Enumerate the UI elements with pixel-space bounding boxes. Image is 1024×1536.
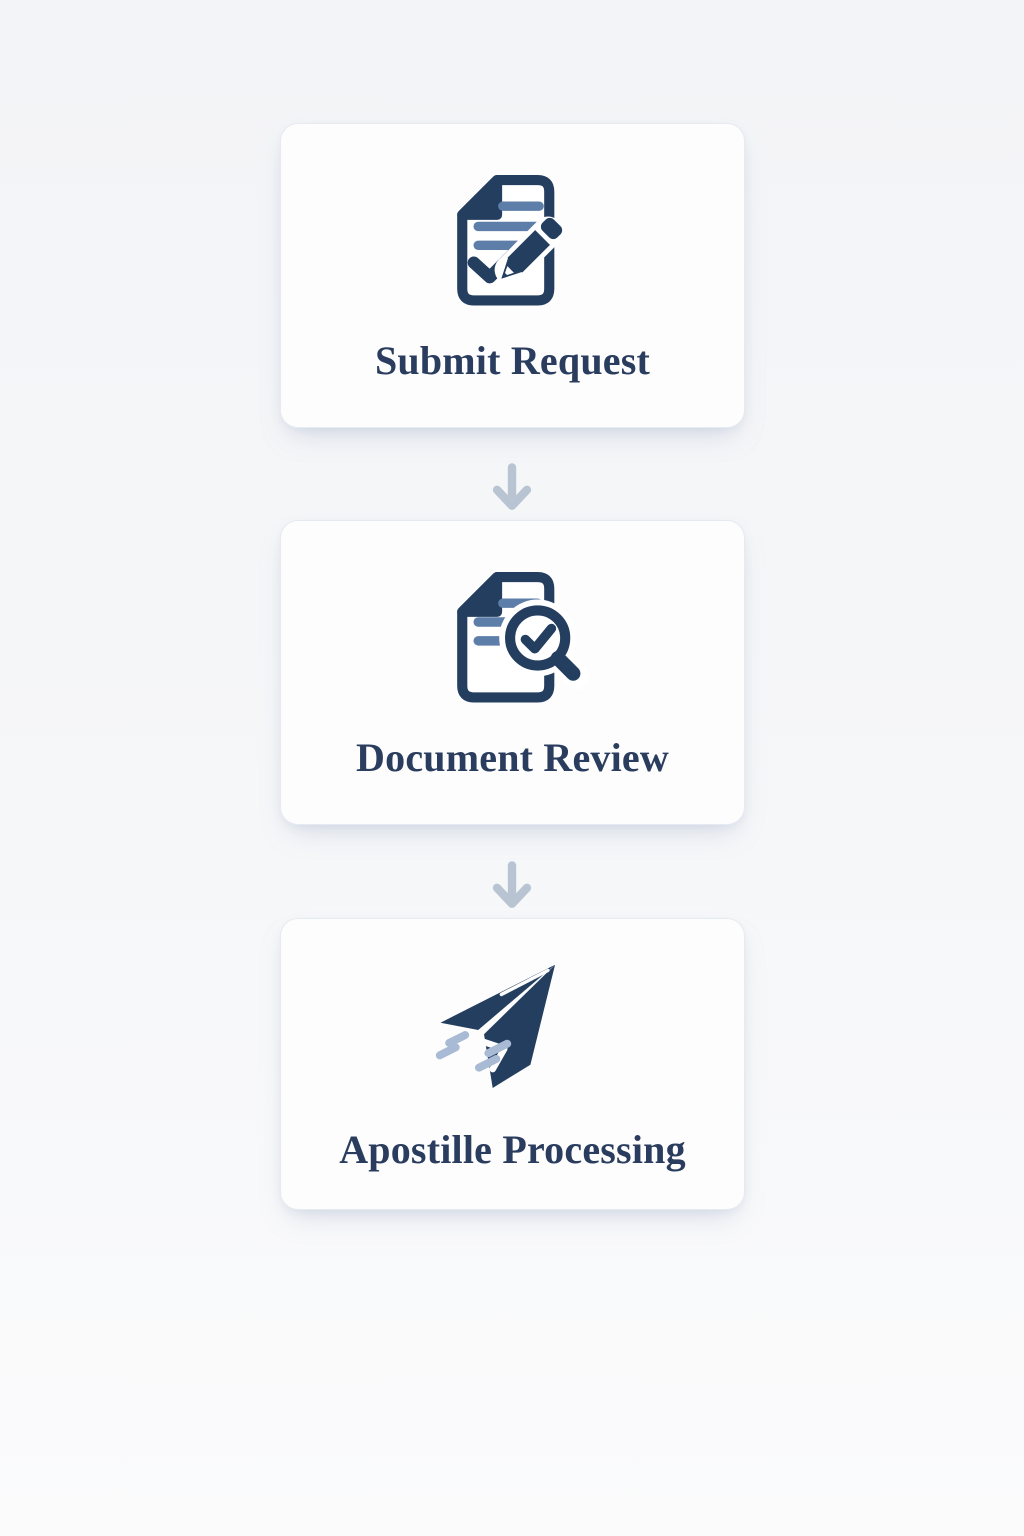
step-title-document-review: Document Review (356, 735, 669, 780)
arrow-down-icon (484, 460, 540, 516)
step-card-apostille-processing: Apostille Processing (280, 918, 745, 1210)
step-card-document-review: Document Review (280, 520, 745, 825)
paper-plane-icon (433, 956, 593, 1101)
step-title-apostille-processing: Apostille Processing (339, 1126, 686, 1172)
arrow-down-icon (484, 858, 540, 914)
step-title-submit-request: Submit Request (374, 338, 651, 383)
document-magnifier-icon (433, 564, 593, 709)
document-signature-icon (433, 167, 593, 312)
step-card-submit-request: Submit Request (280, 123, 745, 428)
